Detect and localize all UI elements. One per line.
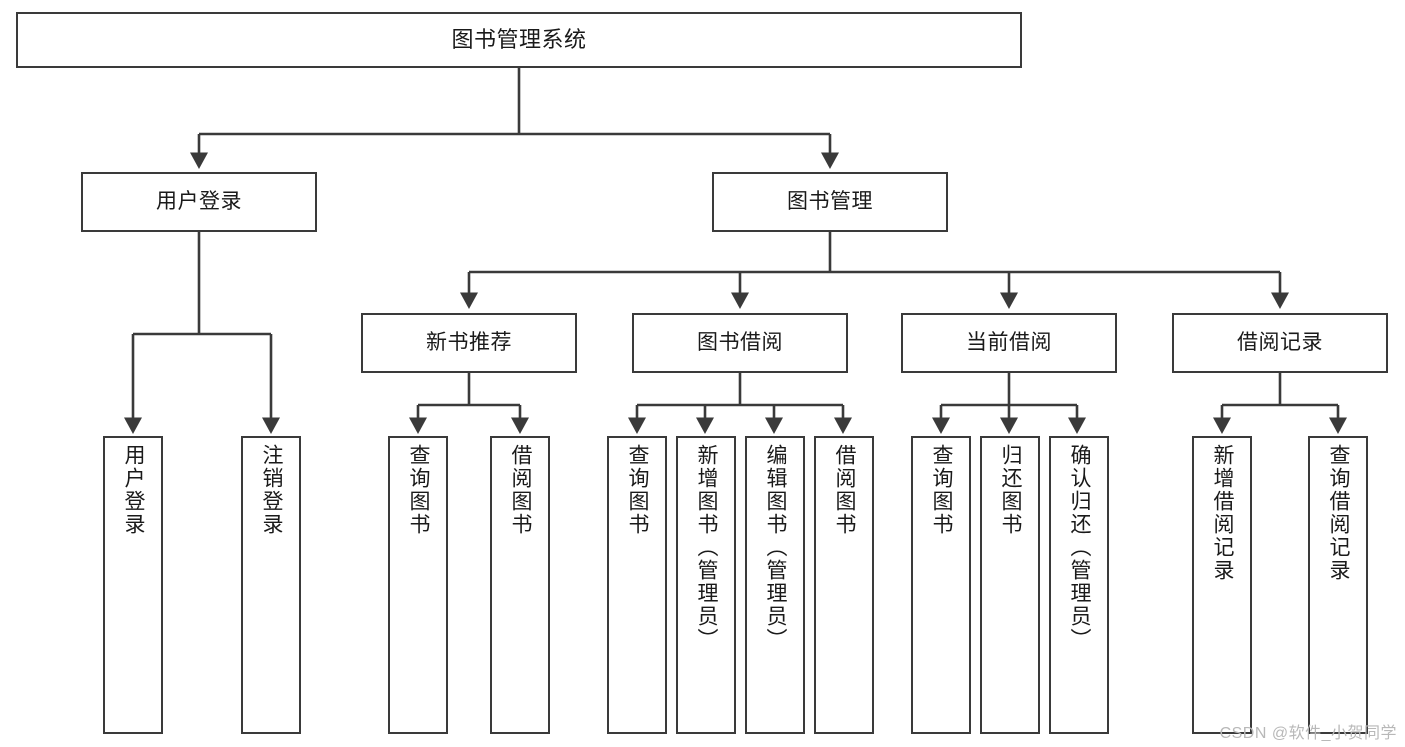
leaf-book-borrow-borrow-book[interactable]: 借阅图书 <box>814 436 874 734</box>
leaf-borrow-record-query-record[interactable]: 查询借阅记录 <box>1308 436 1368 734</box>
node-label: 图书借阅 <box>697 330 783 354</box>
node-label: 查询借阅记录 <box>1327 444 1351 582</box>
leaf-current-borrow-confirm-return-admin[interactable]: 确认归还（管理员） <box>1049 436 1109 734</box>
leaf-borrow-record-add-record[interactable]: 新增借阅记录 <box>1192 436 1252 734</box>
node-label: 当前借阅 <box>966 330 1052 354</box>
node-label: 查询图书 <box>930 444 954 536</box>
node-label: 用户登录 <box>122 444 146 536</box>
node-label: 查询图书 <box>407 444 431 536</box>
leaf-new-book-query-book[interactable]: 查询图书 <box>388 436 448 734</box>
node-root-book-management-system[interactable]: 图书管理系统 <box>16 12 1022 68</box>
node-borrow-record[interactable]: 借阅记录 <box>1172 313 1388 373</box>
node-label: 借阅记录 <box>1237 330 1323 354</box>
node-label: 借阅图书 <box>509 444 533 536</box>
node-label: 查询图书 <box>626 444 650 536</box>
leaf-new-book-borrow-book[interactable]: 借阅图书 <box>490 436 550 734</box>
node-label: 编辑图书（管理员） <box>764 444 788 651</box>
node-new-book-recommend[interactable]: 新书推荐 <box>361 313 577 373</box>
node-label: 新增借阅记录 <box>1211 444 1235 582</box>
node-label: 图书管理 <box>787 189 873 213</box>
leaf-book-borrow-edit-book-admin[interactable]: 编辑图书（管理员） <box>745 436 805 734</box>
node-user-login[interactable]: 用户登录 <box>81 172 317 232</box>
node-label: 归还图书 <box>999 444 1023 536</box>
leaf-user-login-login[interactable]: 用户登录 <box>103 436 163 734</box>
node-label: 新书推荐 <box>426 330 512 354</box>
node-current-borrow[interactable]: 当前借阅 <box>901 313 1117 373</box>
node-label: 用户登录 <box>156 189 242 213</box>
leaf-book-borrow-add-book-admin[interactable]: 新增图书（管理员） <box>676 436 736 734</box>
leaf-current-borrow-return-book[interactable]: 归还图书 <box>980 436 1040 734</box>
leaf-user-login-logout[interactable]: 注销登录 <box>241 436 301 734</box>
node-label: 注销登录 <box>260 444 284 536</box>
node-label: 借阅图书 <box>833 444 857 536</box>
node-book-management[interactable]: 图书管理 <box>712 172 948 232</box>
leaf-current-borrow-query-book[interactable]: 查询图书 <box>911 436 971 734</box>
node-label: 新增图书（管理员） <box>695 444 719 651</box>
node-label: 图书管理系统 <box>451 27 587 53</box>
node-book-borrow[interactable]: 图书借阅 <box>632 313 848 373</box>
node-label: 确认归还（管理员） <box>1068 444 1092 651</box>
leaf-book-borrow-query-book[interactable]: 查询图书 <box>607 436 667 734</box>
